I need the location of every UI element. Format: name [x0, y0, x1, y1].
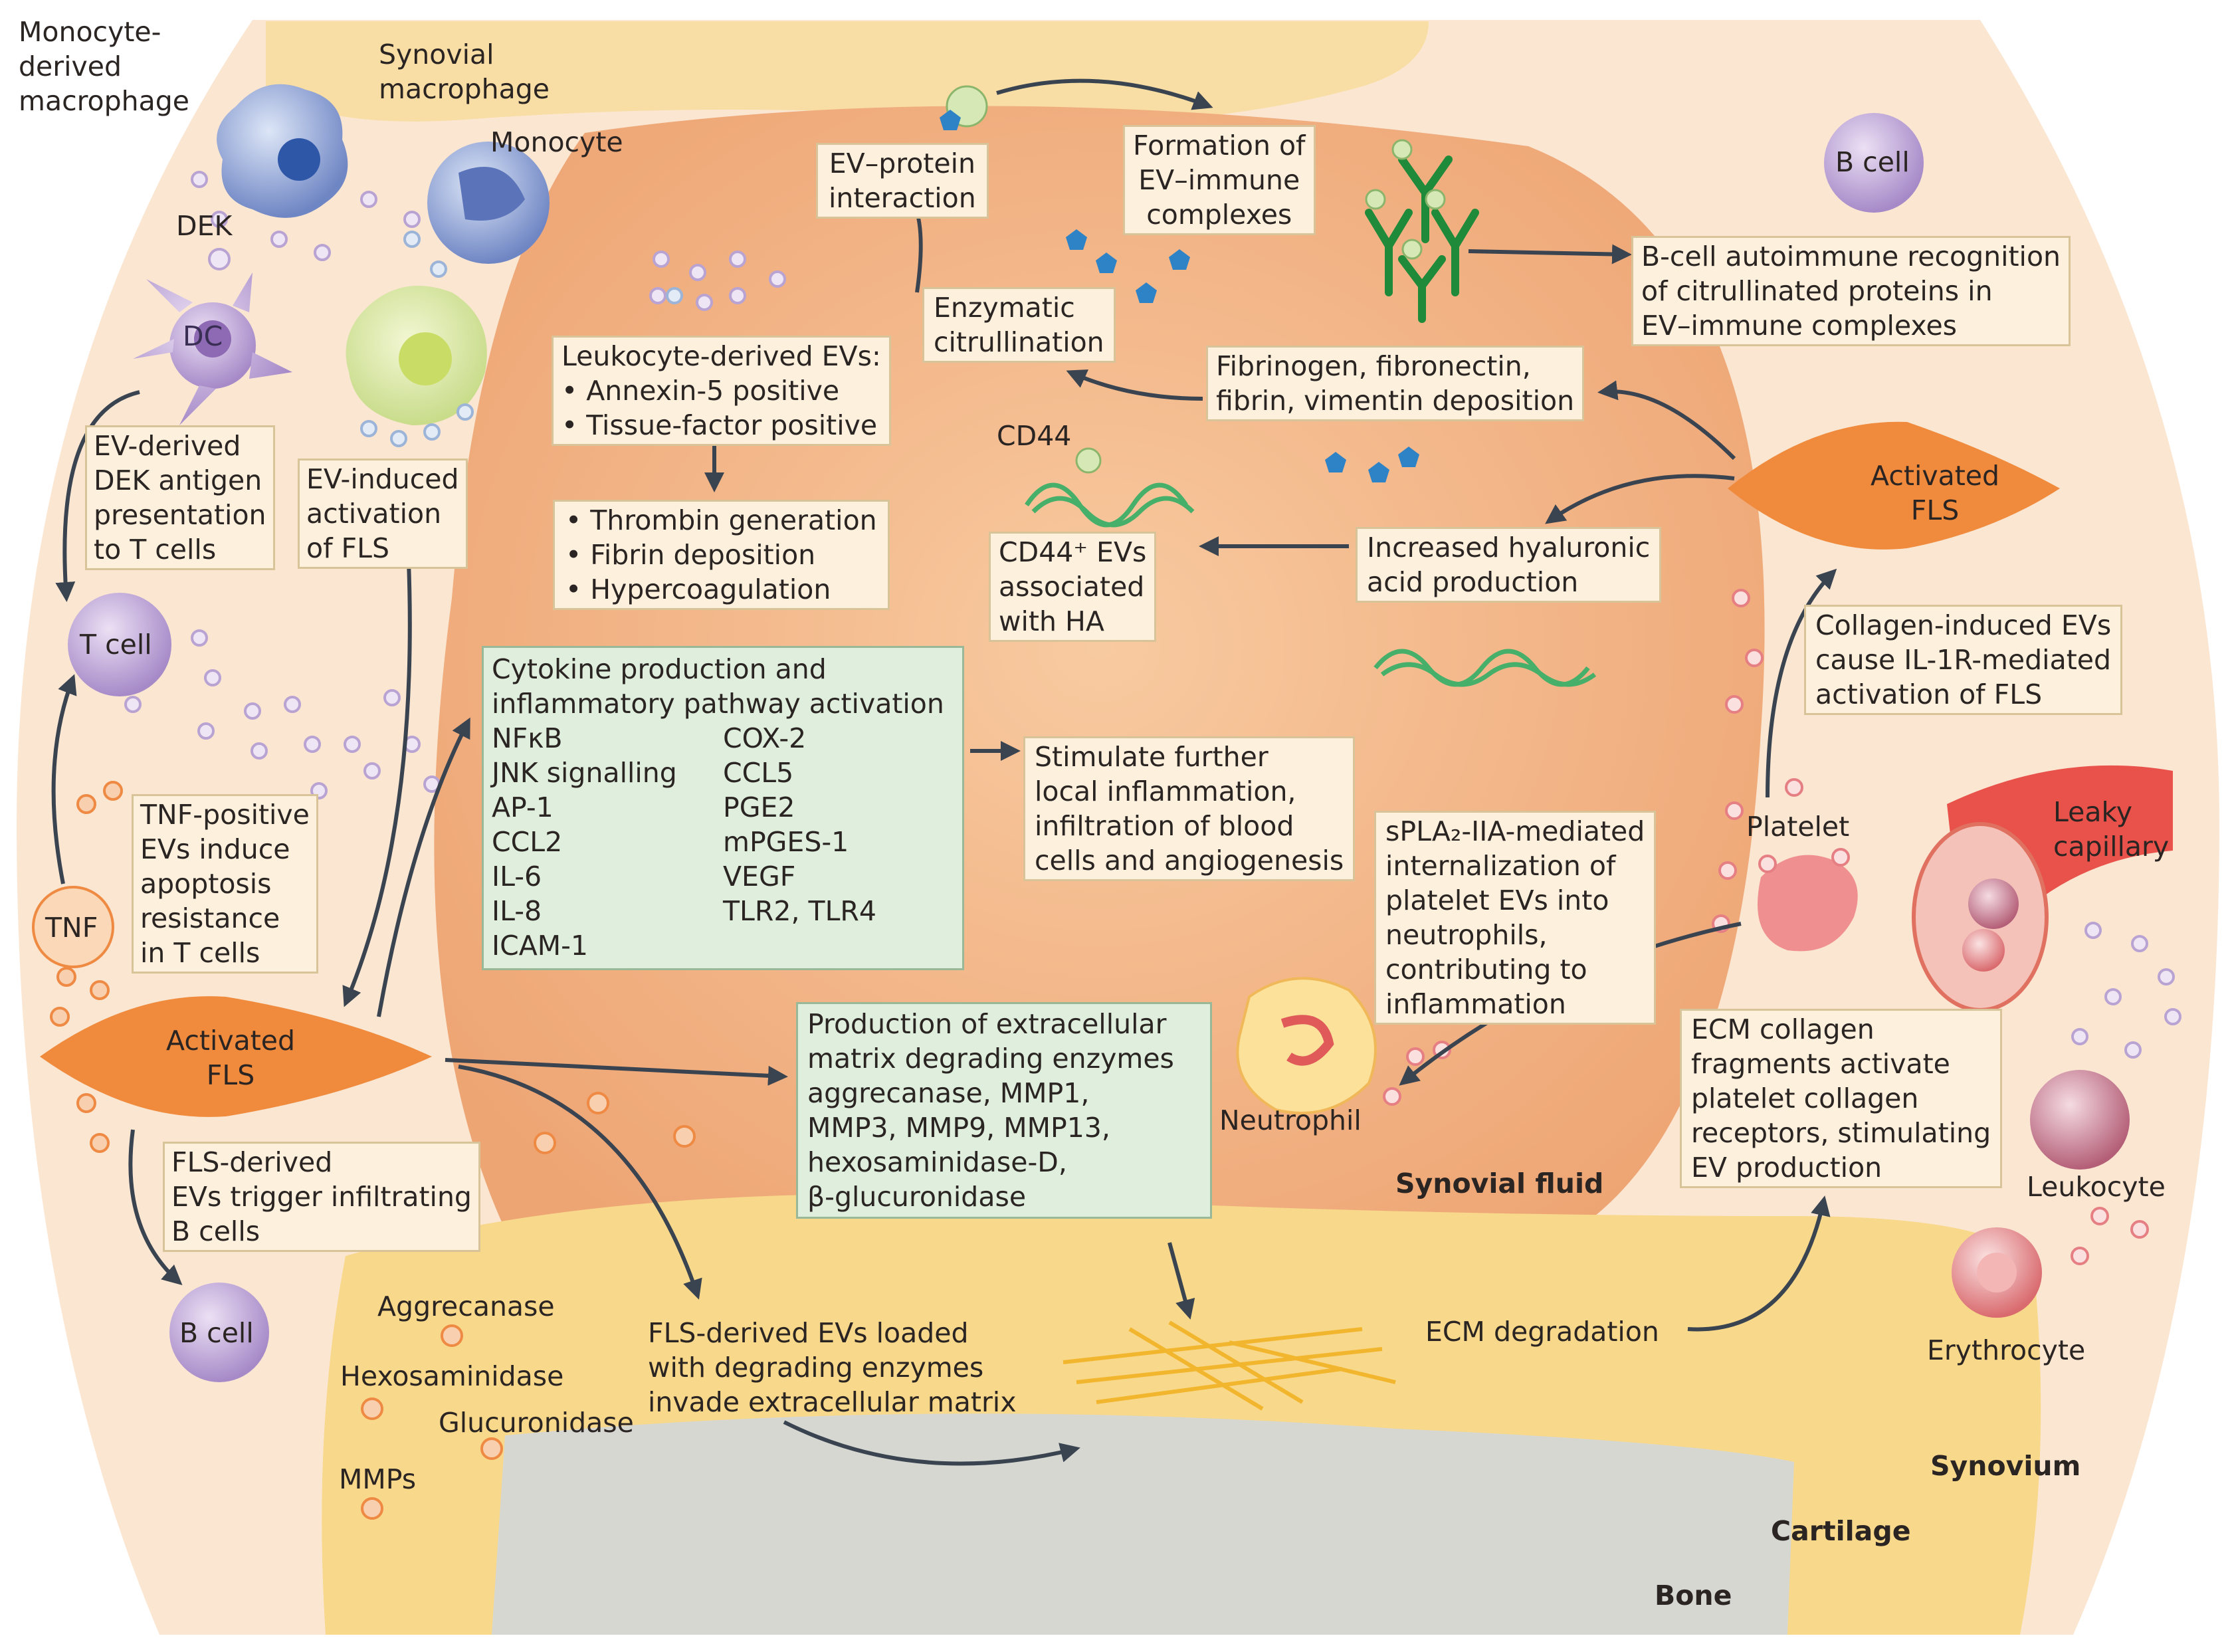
ev-dots-purple: [124, 171, 2181, 1059]
box-immune-complexes: Formation of EV–immune complexes: [1123, 125, 1316, 235]
box-hyaluronic-acid: Increased hyaluronic acid production: [1356, 527, 1662, 603]
box-b-cell-autoimmune: B-cell autoimmune recognition of citrull…: [1631, 236, 2071, 346]
label-mmps: MMPs: [339, 1463, 417, 1495]
label-synovial-macrophage: Synovial macrophage: [379, 39, 550, 105]
label-tnf: TNF: [45, 912, 98, 944]
activated-fls-left-icon: [40, 996, 432, 1117]
label-ecm-degradation: ECM degradation: [1425, 1316, 1659, 1348]
label-cd44: CD44: [997, 420, 1072, 452]
t-cell-icon: [68, 593, 171, 696]
label-glucuronidase: Glucuronidase: [439, 1407, 634, 1439]
box-enzymatic-citrullination: Enzymatic citrullination: [922, 287, 1116, 363]
cytokine-title: Cytokine production and inflammatory pat…: [492, 653, 944, 720]
ev-dots-pink: [1383, 589, 2149, 1265]
neutrophil-icon: [1236, 977, 1377, 1114]
box-leukocyte-derived-evs: Leukocyte-derived EVs: • Annexin-5 posit…: [552, 336, 891, 446]
label-bone: Bone: [1655, 1580, 1732, 1611]
erythrocyte-icon: [1952, 1227, 2042, 1318]
synovial-macrophage-icon: [346, 286, 487, 425]
box-thrombin: • Thrombin generation • Fibrin depositio…: [553, 500, 890, 610]
label-monocyte-derived-macrophage: Monocyte- derived macrophage: [19, 16, 190, 117]
label-activated-fls-right: Activated FLS: [1871, 460, 2000, 526]
b-cell-bottom-icon: [169, 1283, 269, 1382]
label-b-cell-top: B cell: [1835, 146, 1910, 178]
label-dek: DEK: [176, 210, 233, 242]
box-matrix-degrading-enzymes: Production of extracellular matrix degra…: [796, 1002, 1212, 1219]
label-aggrecanase: Aggrecanase: [377, 1291, 555, 1322]
label-leaky-capillary: Leaky capillary: [2053, 796, 2170, 863]
platelet-icon: [1758, 855, 1858, 952]
label-platelet: Platelet: [1746, 811, 1850, 843]
bone-region: [492, 1413, 1794, 1635]
label-monocyte: Monocyte: [490, 126, 623, 158]
box-fibrinogen: Fibrinogen, fibronectin, fibrin, vimenti…: [1206, 346, 1585, 421]
label-activated-fls-left: Activated FLS: [166, 1025, 296, 1091]
hyaluronic-acid-icons: [1025, 482, 1597, 687]
label-dc: DC: [183, 320, 223, 352]
box-cd44-evs: CD44⁺ EVs associated with HA: [989, 532, 1157, 642]
label-fls-loaded-evs: FLS-derived EVs loaded with degrading en…: [648, 1317, 1017, 1418]
tnf-icon: [32, 886, 114, 968]
activated-fls-right-icon: [1728, 421, 2060, 550]
box-fls-derived-b: FLS-derived EVs trigger infiltrating B c…: [163, 1142, 480, 1252]
dendritic-cell-icon: [133, 272, 292, 425]
label-erythrocyte: Erythrocyte: [1927, 1334, 2086, 1366]
top-synovium-band: [266, 21, 1429, 123]
label-neutrophil: Neutrophil: [1219, 1104, 1362, 1136]
ev-dots-orange: [50, 781, 696, 1520]
label-cartilage: Cartilage: [1771, 1515, 1911, 1547]
ev-dots-blue: [360, 231, 683, 447]
label-synovial-fluid: Synovial fluid: [1395, 1168, 1604, 1199]
leukocyte-icon: [2030, 1070, 2130, 1170]
box-spla2: sPLA₂-IIA-mediated internalization of pl…: [1374, 811, 1657, 1025]
cytokine-list-left: NFκB JNK signalling AP-1 CCL2 IL-6 IL-8 …: [492, 722, 677, 962]
label-t-cell: T cell: [80, 629, 152, 661]
box-ev-induced-fls: EV-induced activation of FLS: [298, 459, 468, 569]
box-tnf-positive-evs: TNF-positive EVs induce apoptosis resist…: [132, 794, 318, 974]
box-ev-protein-interaction: EV–protein interaction: [816, 143, 989, 219]
box-cytokine-production: Cytokine production and inflammatory pat…: [482, 646, 964, 970]
cd44-icon: [1075, 447, 1102, 474]
box-ecm-collagen-fragments: ECM collagen fragments activate platelet…: [1680, 1009, 2003, 1188]
label-b-cell-bottom: B cell: [179, 1317, 254, 1349]
label-hexosaminidase: Hexosaminidase: [340, 1360, 564, 1392]
box-ev-dek-antigen: EV-derived DEK antigen presentation to T…: [85, 425, 275, 570]
flow-arrows: [51, 78, 1837, 1466]
b-cell-top-icon: [1824, 113, 1924, 213]
antibody-icons: [1365, 155, 1479, 323]
collagen-fibres: [1063, 1320, 1396, 1411]
label-synovium: Synovium: [1930, 1450, 2081, 1482]
box-collagen-induced-evs: Collagen-induced EVs cause IL-1R-mediate…: [1804, 605, 2123, 715]
monocyte-derived-macrophage-icon: [217, 84, 348, 218]
protein-pentagon-icons: [940, 110, 1419, 482]
cytokine-list-right: COX-2 CCL5 PGE2 mPGES-1 VEGF TLR2, TLR4: [723, 722, 876, 927]
label-leukocyte: Leukocyte: [2027, 1171, 2166, 1203]
box-stimulate-inflammation: Stimulate further local inflammation, in…: [1023, 736, 1356, 881]
leaky-capillary-icon: [1912, 765, 2173, 1012]
monocyte-icon: [427, 142, 550, 264]
